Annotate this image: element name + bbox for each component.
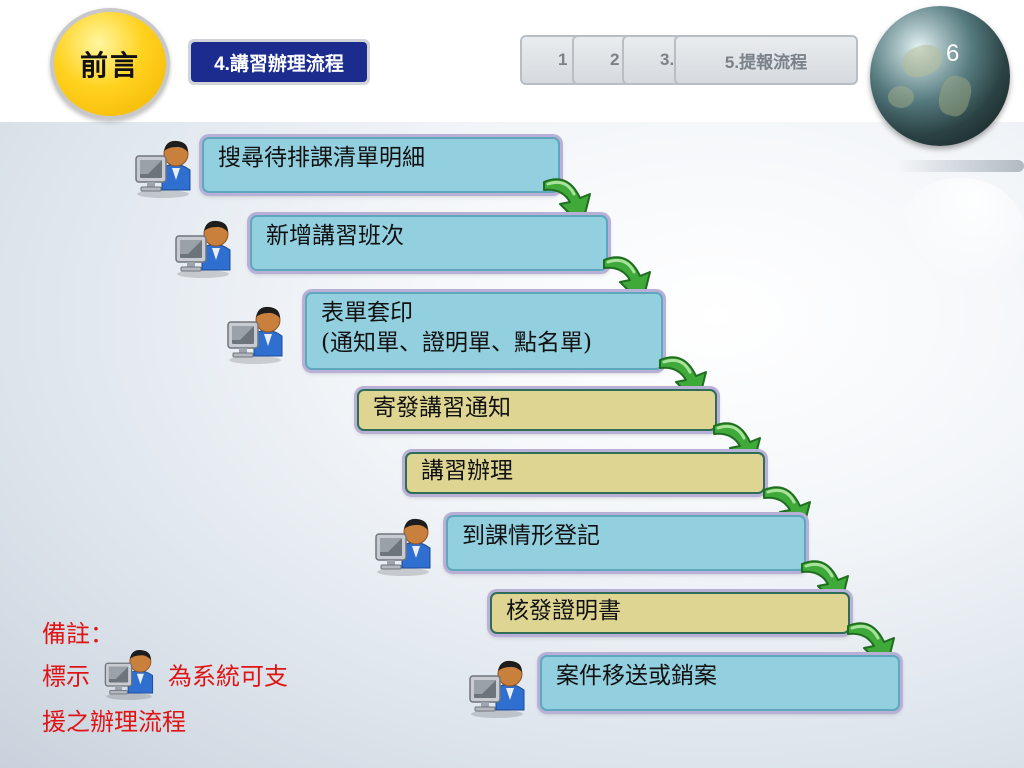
section-label-text: 4.講習辦理流程 xyxy=(191,42,367,82)
note-line-1: 備註： xyxy=(42,620,114,648)
decorative-bar xyxy=(896,160,1024,172)
globe-icon xyxy=(870,6,1010,146)
legend-note: 備註： 標示為系統可支 援之辦理流程 xyxy=(42,618,288,738)
page-number: 6 xyxy=(946,40,960,67)
note-line-3: 援之辦理流程 xyxy=(42,708,186,736)
person-at-computer-icon xyxy=(98,644,160,700)
step-1[interactable]: 搜尋待排課清單明細 xyxy=(202,137,560,193)
slide-title-badge: 前言 xyxy=(50,8,170,120)
person-at-computer-icon xyxy=(132,134,194,198)
note-line-2: 標示為系統可支 xyxy=(42,650,288,706)
step-7[interactable]: 核發證明書 xyxy=(490,592,850,634)
person-at-computer-icon xyxy=(372,512,434,576)
step-5[interactable]: 講習辦理 xyxy=(405,452,765,494)
nav-tabs: 1 2 3. 5.提報流程 xyxy=(520,35,860,87)
slide-title: 前言 xyxy=(79,49,140,82)
step-2[interactable]: 新增講習班次 xyxy=(250,215,608,271)
step-4[interactable]: 寄發講習通知 xyxy=(357,389,717,431)
step-3[interactable]: 表單套印 (通知單、證明單、點名單) xyxy=(305,292,663,370)
person-at-computer-icon xyxy=(224,300,286,364)
decorative-reflection xyxy=(895,178,1024,288)
person-at-computer-icon xyxy=(466,654,528,718)
step-6[interactable]: 到課情形登記 xyxy=(446,515,806,571)
tab-5[interactable]: 5.提報流程 xyxy=(674,35,858,85)
person-at-computer-icon xyxy=(172,214,234,278)
section-label[interactable]: 4.講習辦理流程 xyxy=(188,39,370,85)
step-8[interactable]: 案件移送或銷案 xyxy=(540,655,900,711)
